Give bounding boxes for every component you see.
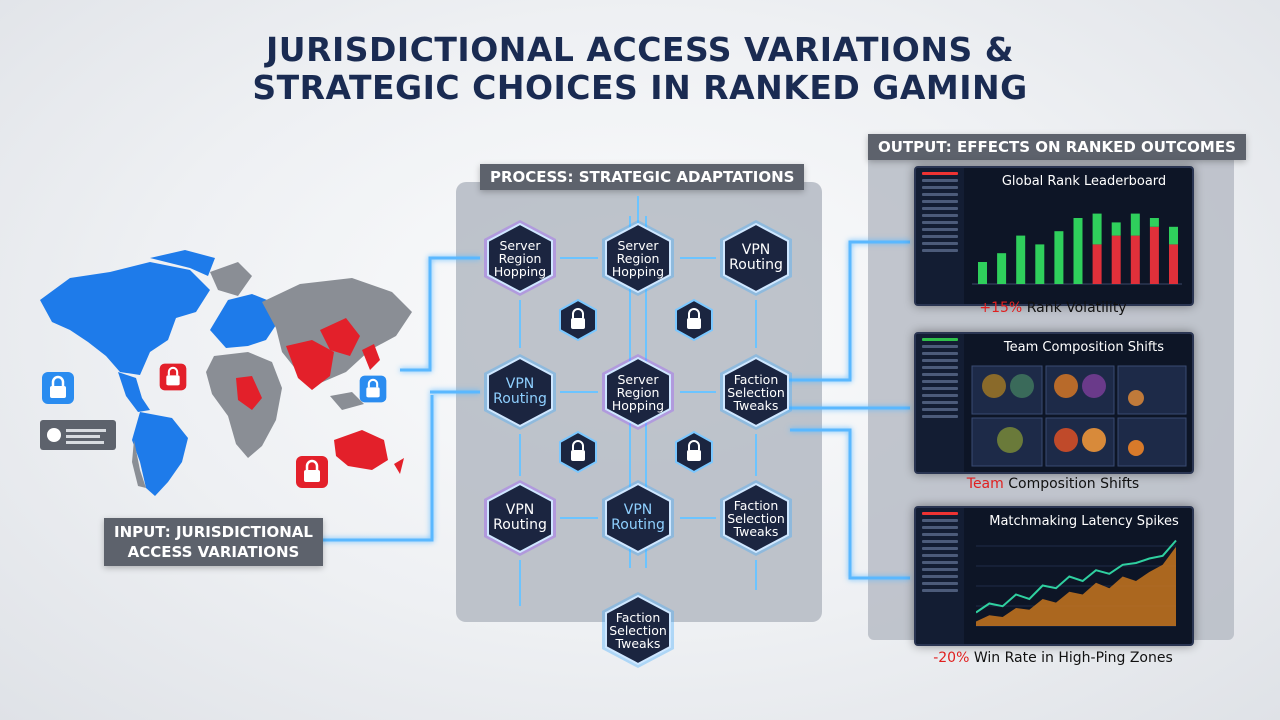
green-line [976,539,1177,614]
bar-green [1054,231,1064,284]
node-label: Server Region Hopping [611,371,665,413]
hex-shape [605,222,671,294]
input-label-line-2: ACCESS VARIATIONS [127,543,300,561]
bar-green [1130,213,1140,236]
hex-shape [605,482,671,554]
node-label: VPN Routing [729,242,783,273]
node-label: VPN Routing [493,502,547,533]
node-server-region-hopping-1: Server Region Hopping [480,218,560,298]
bar-red [1169,244,1178,284]
title-line-1: JURISDICTIONAL ACCESS VARIATIONS & [266,30,1014,69]
bar-red [1149,226,1159,284]
bar-red [1130,235,1140,284]
bar-red [1111,235,1121,284]
node-server-region-hopping-center: Server Region Hopping [598,352,678,432]
orange-area [976,546,1176,626]
hex-shape [487,482,553,554]
latency-screen: Matchmaking Latency Spikes [914,506,1194,646]
input-label-line-1: INPUT: JURISDICTIONAL [114,523,313,541]
hex-shape [605,356,671,428]
node-faction-selection-tweaks-2: Faction Selection Tweaks [716,478,796,558]
caption-rest: Win Rate in High-Ping Zones [969,650,1173,666]
hex-shape [723,482,789,554]
bar-green [997,253,1007,284]
lock-icon-process-3 [559,430,597,474]
team-composition-title: Team Composition Shifts [1003,340,1165,355]
node-faction-selection-tweaks-3: Faction Selection Tweaks [598,590,678,670]
screen-sidebar [916,508,964,644]
node-vpn-routing-3: VPN Routing [480,478,560,558]
lock-icon-process-4 [675,430,713,474]
bar-green [1169,226,1178,245]
screen-sidebar [916,334,964,472]
latency-title: Matchmaking Latency Spikes [989,514,1179,529]
title-line-2: STRATEGIC CHOICES IN RANKED GAMING [252,68,1028,107]
hex-shape [487,222,553,294]
caption-highlight: +15% [979,300,1023,316]
lock-icon-process-2 [675,298,713,342]
bar-green [1073,218,1083,284]
caption-highlight: -20% [933,650,970,666]
chat-bubble-icon [40,420,116,450]
team-composition-screen: Team Composition Shifts [914,332,1194,474]
node-vpn-routing-2: VPN Routing [480,352,560,432]
bar-green [1111,222,1121,236]
latency-chart [976,539,1177,627]
hex-shape [723,222,789,294]
hero-portraits [971,365,1187,467]
node-label: Server Region Hopping [611,237,665,279]
bar-green [1092,213,1102,245]
caption-highlight: Team [966,476,1004,492]
node-label: Faction Selection Tweaks [727,497,785,539]
lock-icon-blue-right [359,375,387,403]
node-label: VPN Routing [611,502,665,533]
hex-shape [723,356,789,428]
node-label: Faction Selection Tweaks [727,371,785,413]
lock-icon-red-bottom [296,456,328,488]
leaderboard-bar-chart [972,213,1182,285]
bar-green [1149,218,1159,227]
leaderboard-screen: Global Rank Leaderboard [914,166,1194,306]
leaderboard-title: Global Rank Leaderboard [1001,174,1167,189]
leaderboard-caption: +15% Rank Volatility [870,300,1236,316]
team-composition-caption: Team Composition Shifts [870,476,1236,492]
lock-icon-red-center [159,363,187,391]
node-label: Faction Selection Tweaks [609,609,667,651]
node-faction-selection-tweaks-1: Faction Selection Tweaks [716,352,796,432]
node-label: Server Region Hopping [493,237,547,279]
bar-green [1016,235,1026,284]
output-label: OUTPUT: EFFECTS ON RANKED OUTCOMES [868,134,1246,160]
screen-sidebar [916,168,964,304]
latency-caption: -20% Win Rate in High-Ping Zones [870,650,1236,666]
bar-red [1092,244,1102,284]
node-vpn-routing-4: VPN Routing [598,478,678,558]
lock-icon-process-1 [559,298,597,342]
node-vpn-routing-1: VPN Routing [716,218,796,298]
caption-rest: Composition Shifts [1003,476,1140,492]
lock-icon-blue-left [42,372,74,404]
input-label: INPUT: JURISDICTIONAL ACCESS VARIATIONS [104,518,323,566]
node-server-region-hopping-2: Server Region Hopping [598,218,678,298]
caption-rest: Rank Volatility [1022,300,1127,316]
bar-green [1035,244,1045,284]
bar-green [978,262,987,284]
process-label: PROCESS: STRATEGIC ADAPTATIONS [480,164,805,190]
hex-shape [487,356,553,428]
node-label: VPN Routing [493,376,547,407]
hex-shape [605,594,671,666]
